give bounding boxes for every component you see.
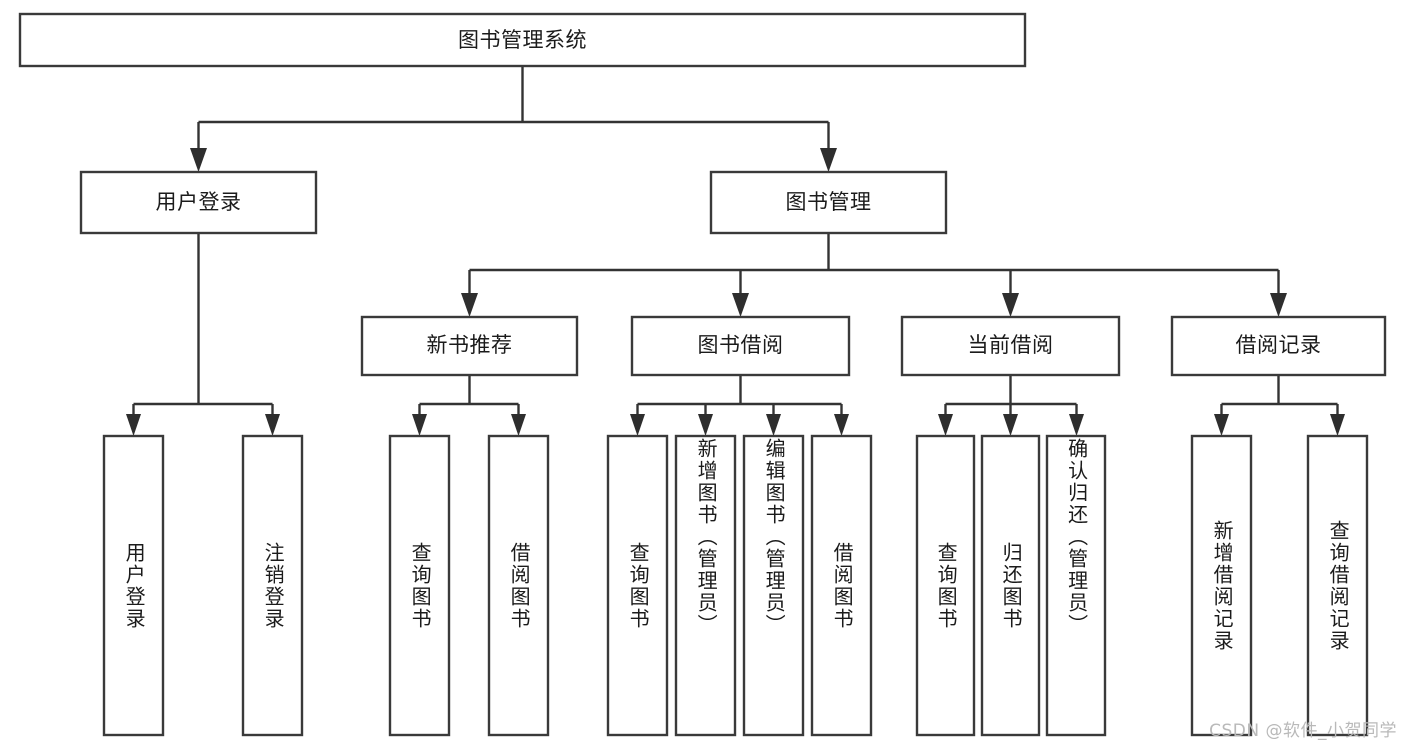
node-root-label: 图书管理系统: [458, 28, 587, 52]
node-book-borrow[interactable]: 图书借阅: [630, 315, 851, 377]
leaf-box-query-book-2[interactable]: [606, 434, 669, 737]
node-book-borrow-label: 图书借阅: [698, 333, 784, 357]
node-user-login[interactable]: 用户登录: [79, 170, 318, 235]
arrowhead-icon: [834, 414, 849, 436]
node-root[interactable]: 图书管理系统: [18, 12, 1027, 68]
arrowhead-icon: [412, 414, 427, 436]
leaf-box-query-book-1[interactable]: [388, 434, 451, 737]
leaf-box-query-record[interactable]: [1306, 434, 1369, 737]
node-user-login-box[interactable]: [79, 170, 318, 235]
node-borrow-record[interactable]: 借阅记录: [1170, 315, 1387, 377]
leaf-box-add-record[interactable]: [1190, 434, 1253, 737]
arrowhead-icon: [265, 414, 280, 436]
arrowhead-icon: [126, 414, 141, 436]
leaf-box-query-book-3[interactable]: [915, 434, 976, 737]
leaf-box-user-login[interactable]: [102, 434, 165, 737]
arrowhead-icon: [732, 293, 749, 317]
node-user-login-label: 用户登录: [156, 190, 242, 214]
node-borrow-record-box[interactable]: [1170, 315, 1387, 377]
node-new-book-recommend[interactable]: 新书推荐: [360, 315, 579, 377]
arrowhead-icon: [1214, 414, 1229, 436]
node-book-management-box[interactable]: [709, 170, 948, 235]
node-new-book-recommend-label: 新书推荐: [427, 333, 513, 357]
node-current-borrow[interactable]: 当前借阅: [900, 315, 1121, 377]
watermark-text: CSDN @软件_小贺同学: [1209, 721, 1397, 741]
node-root-box[interactable]: [18, 12, 1027, 68]
arrowhead-icon: [1069, 414, 1084, 436]
arrowhead-icon: [630, 414, 645, 436]
leaf-box-return-book[interactable]: [980, 434, 1041, 737]
leaf-box-borrow-book-2[interactable]: [810, 434, 873, 737]
node-book-management-label: 图书管理: [786, 190, 872, 214]
leaf-box-borrow-book-1[interactable]: [487, 434, 550, 737]
node-borrow-record-label: 借阅记录: [1236, 333, 1322, 357]
node-new-book-recommend-box[interactable]: [360, 315, 579, 377]
leaf-box-confirm-return[interactable]: [1045, 434, 1107, 737]
leaf-box-edit-book[interactable]: [742, 434, 805, 737]
arrowhead-icon: [1330, 414, 1345, 436]
arrowhead-icon: [698, 414, 713, 436]
arrowhead-icon: [820, 148, 837, 172]
arrowhead-icon: [1003, 414, 1018, 436]
node-current-borrow-box[interactable]: [900, 315, 1121, 377]
leaf-box-add-book[interactable]: [674, 434, 737, 737]
node-book-borrow-box[interactable]: [630, 315, 851, 377]
arrowhead-icon: [511, 414, 526, 436]
node-book-management[interactable]: 图书管理: [709, 170, 948, 235]
arrowhead-icon: [461, 293, 478, 317]
arrowhead-group: [126, 148, 1345, 436]
arrowhead-icon: [938, 414, 953, 436]
arrowhead-icon: [1270, 293, 1287, 317]
arrowhead-icon: [766, 414, 781, 436]
arrowhead-icon: [190, 148, 207, 172]
arrowhead-icon: [1002, 293, 1019, 317]
leaf-box-group: [102, 434, 1369, 737]
node-current-borrow-label: 当前借阅: [968, 333, 1054, 357]
leaf-box-user-logout[interactable]: [241, 434, 304, 737]
